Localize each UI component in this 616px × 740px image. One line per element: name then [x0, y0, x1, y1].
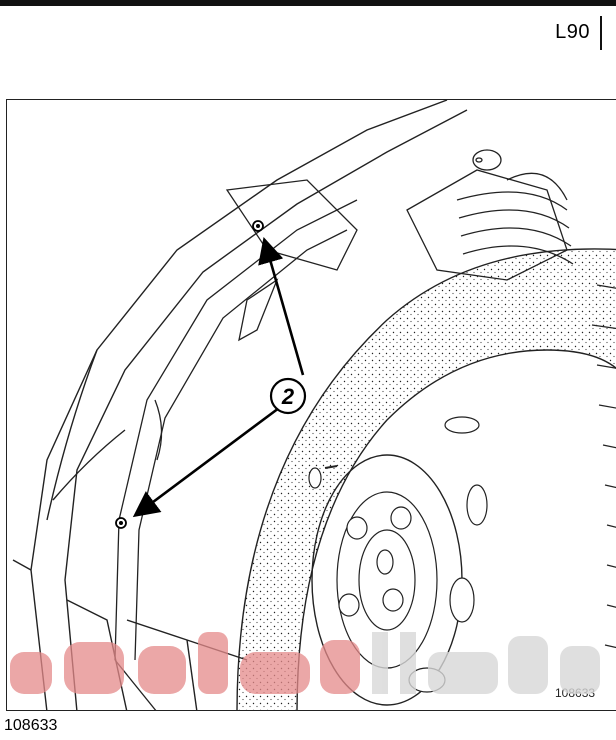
clip-fastener-icon [252, 220, 264, 232]
callout-arrow-icon [132, 237, 307, 518]
figure-reference-inner: 108633 [555, 686, 596, 700]
illustration-drawing [12, 100, 616, 710]
clip-fastener-icon [115, 517, 127, 529]
bumper-outline [12, 100, 468, 710]
wheel [236, 248, 616, 710]
section-code: L90 [555, 21, 590, 43]
top-rule [0, 0, 616, 6]
technical-illustration: 2 108633 [6, 99, 616, 711]
callout-number: 2 [281, 384, 295, 409]
header-marker-bar [600, 16, 602, 50]
figure-caption: 108633 [4, 717, 58, 734]
